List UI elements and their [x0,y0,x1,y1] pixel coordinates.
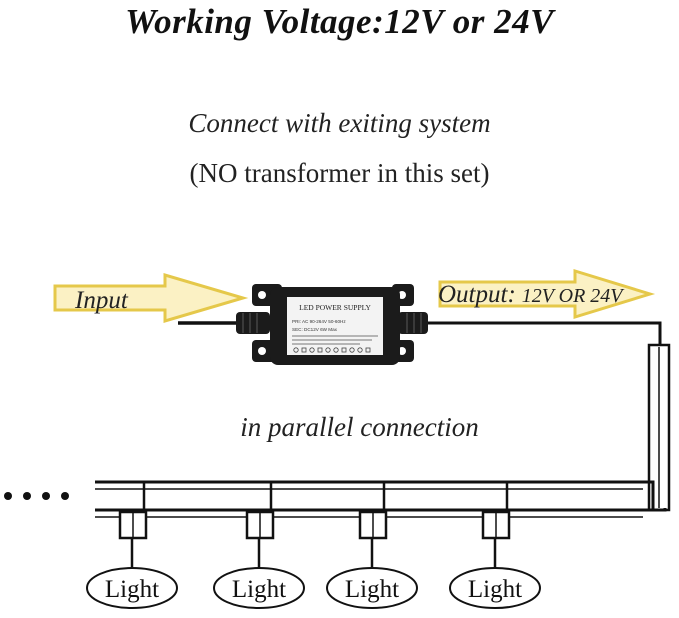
output-label-text: Output: [438,281,516,308]
output-wire [428,321,662,345]
power-supply-label-plate [287,297,383,355]
light-1: Light [86,567,178,609]
output-label: Output: 12V OR 24V [438,281,625,308]
light-2-connector [245,482,275,568]
input-arrow [53,272,249,324]
power-supply-heading: LED POWER SUPPLY [299,303,371,312]
continuation-dots [4,492,69,500]
output-arrow [438,268,656,320]
led-power-supply: LED POWER SUPPLY PRI: AC 90-264V 50-60Hz… [252,284,414,365]
parallel-connection-label: in parallel connection [240,412,479,442]
power-supply-spec-1: PRI: AC 90-264V 50-60Hz [292,319,346,324]
output-voltage-text: 12V OR 24V [522,285,626,307]
light-2-label: Light [232,576,286,603]
subtitle-connect: Connect with exiting system [188,108,491,138]
input-label: Input [74,287,129,314]
light-4-label: Light [468,576,522,603]
light-4: Light [449,567,541,609]
power-supply-spec-2: SEC: DC12V 6W Max [292,327,338,332]
light-3-connector [358,482,388,568]
light-3-label: Light [345,576,399,603]
light-2: Light [213,567,305,609]
diagram-title: Working Voltage:12V or 24V [125,2,554,41]
subtitle-no-transformer: (NO transformer in this set) [189,158,490,188]
bus-wires [95,480,667,518]
strain-relief-right [398,312,428,334]
light-1-connector [118,482,148,568]
light-4-connector [481,482,511,568]
light-1-label: Light [105,576,159,603]
strain-relief-left [236,312,270,334]
light-3: Light [326,567,418,609]
